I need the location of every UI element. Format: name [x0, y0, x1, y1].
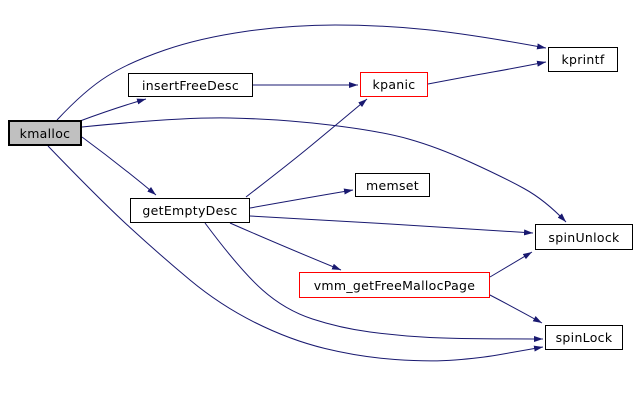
edge-getEmptyDesc-vmm_getFreeMallocPage — [229, 222, 342, 271]
edge-kmalloc-insertFreeDesc — [79, 98, 147, 122]
node-spinLock[interactable]: spinLock — [545, 325, 623, 350]
edge-kmalloc-spinUnlock — [81, 117, 567, 223]
edge-kmalloc-kprintf — [56, 24, 547, 121]
edge-kmalloc-spinLock — [47, 145, 544, 362]
node-memset[interactable]: memset — [355, 173, 430, 197]
edge-getEmptyDesc-kpanic — [245, 98, 368, 198]
edge-getEmptyDesc-spinLock — [204, 222, 544, 342]
edge-getEmptyDesc-spinUnlock — [249, 215, 534, 236]
node-getEmptyDesc[interactable]: getEmptyDesc — [130, 198, 250, 223]
edge-kmalloc-getEmptyDesc — [81, 136, 157, 196]
edge-kpanic-kprintf — [427, 60, 547, 85]
node-kmalloc[interactable]: kmalloc — [8, 120, 82, 146]
edge-getEmptyDesc-memset — [249, 188, 354, 209]
node-spinUnlock[interactable]: spinUnlock — [535, 224, 633, 250]
node-kprintf[interactable]: kprintf — [548, 47, 618, 72]
node-kpanic[interactable]: kpanic — [360, 72, 428, 97]
edge-vmm_getFreeMallocPage-spinUnlock — [489, 251, 533, 278]
edge-vmm_getFreeMallocPage-spinLock — [487, 293, 543, 324]
node-insertFreeDesc[interactable]: insertFreeDesc — [128, 73, 253, 97]
node-vmm_getFreeMallocPage[interactable]: vmm_getFreeMallocPage — [299, 272, 490, 298]
